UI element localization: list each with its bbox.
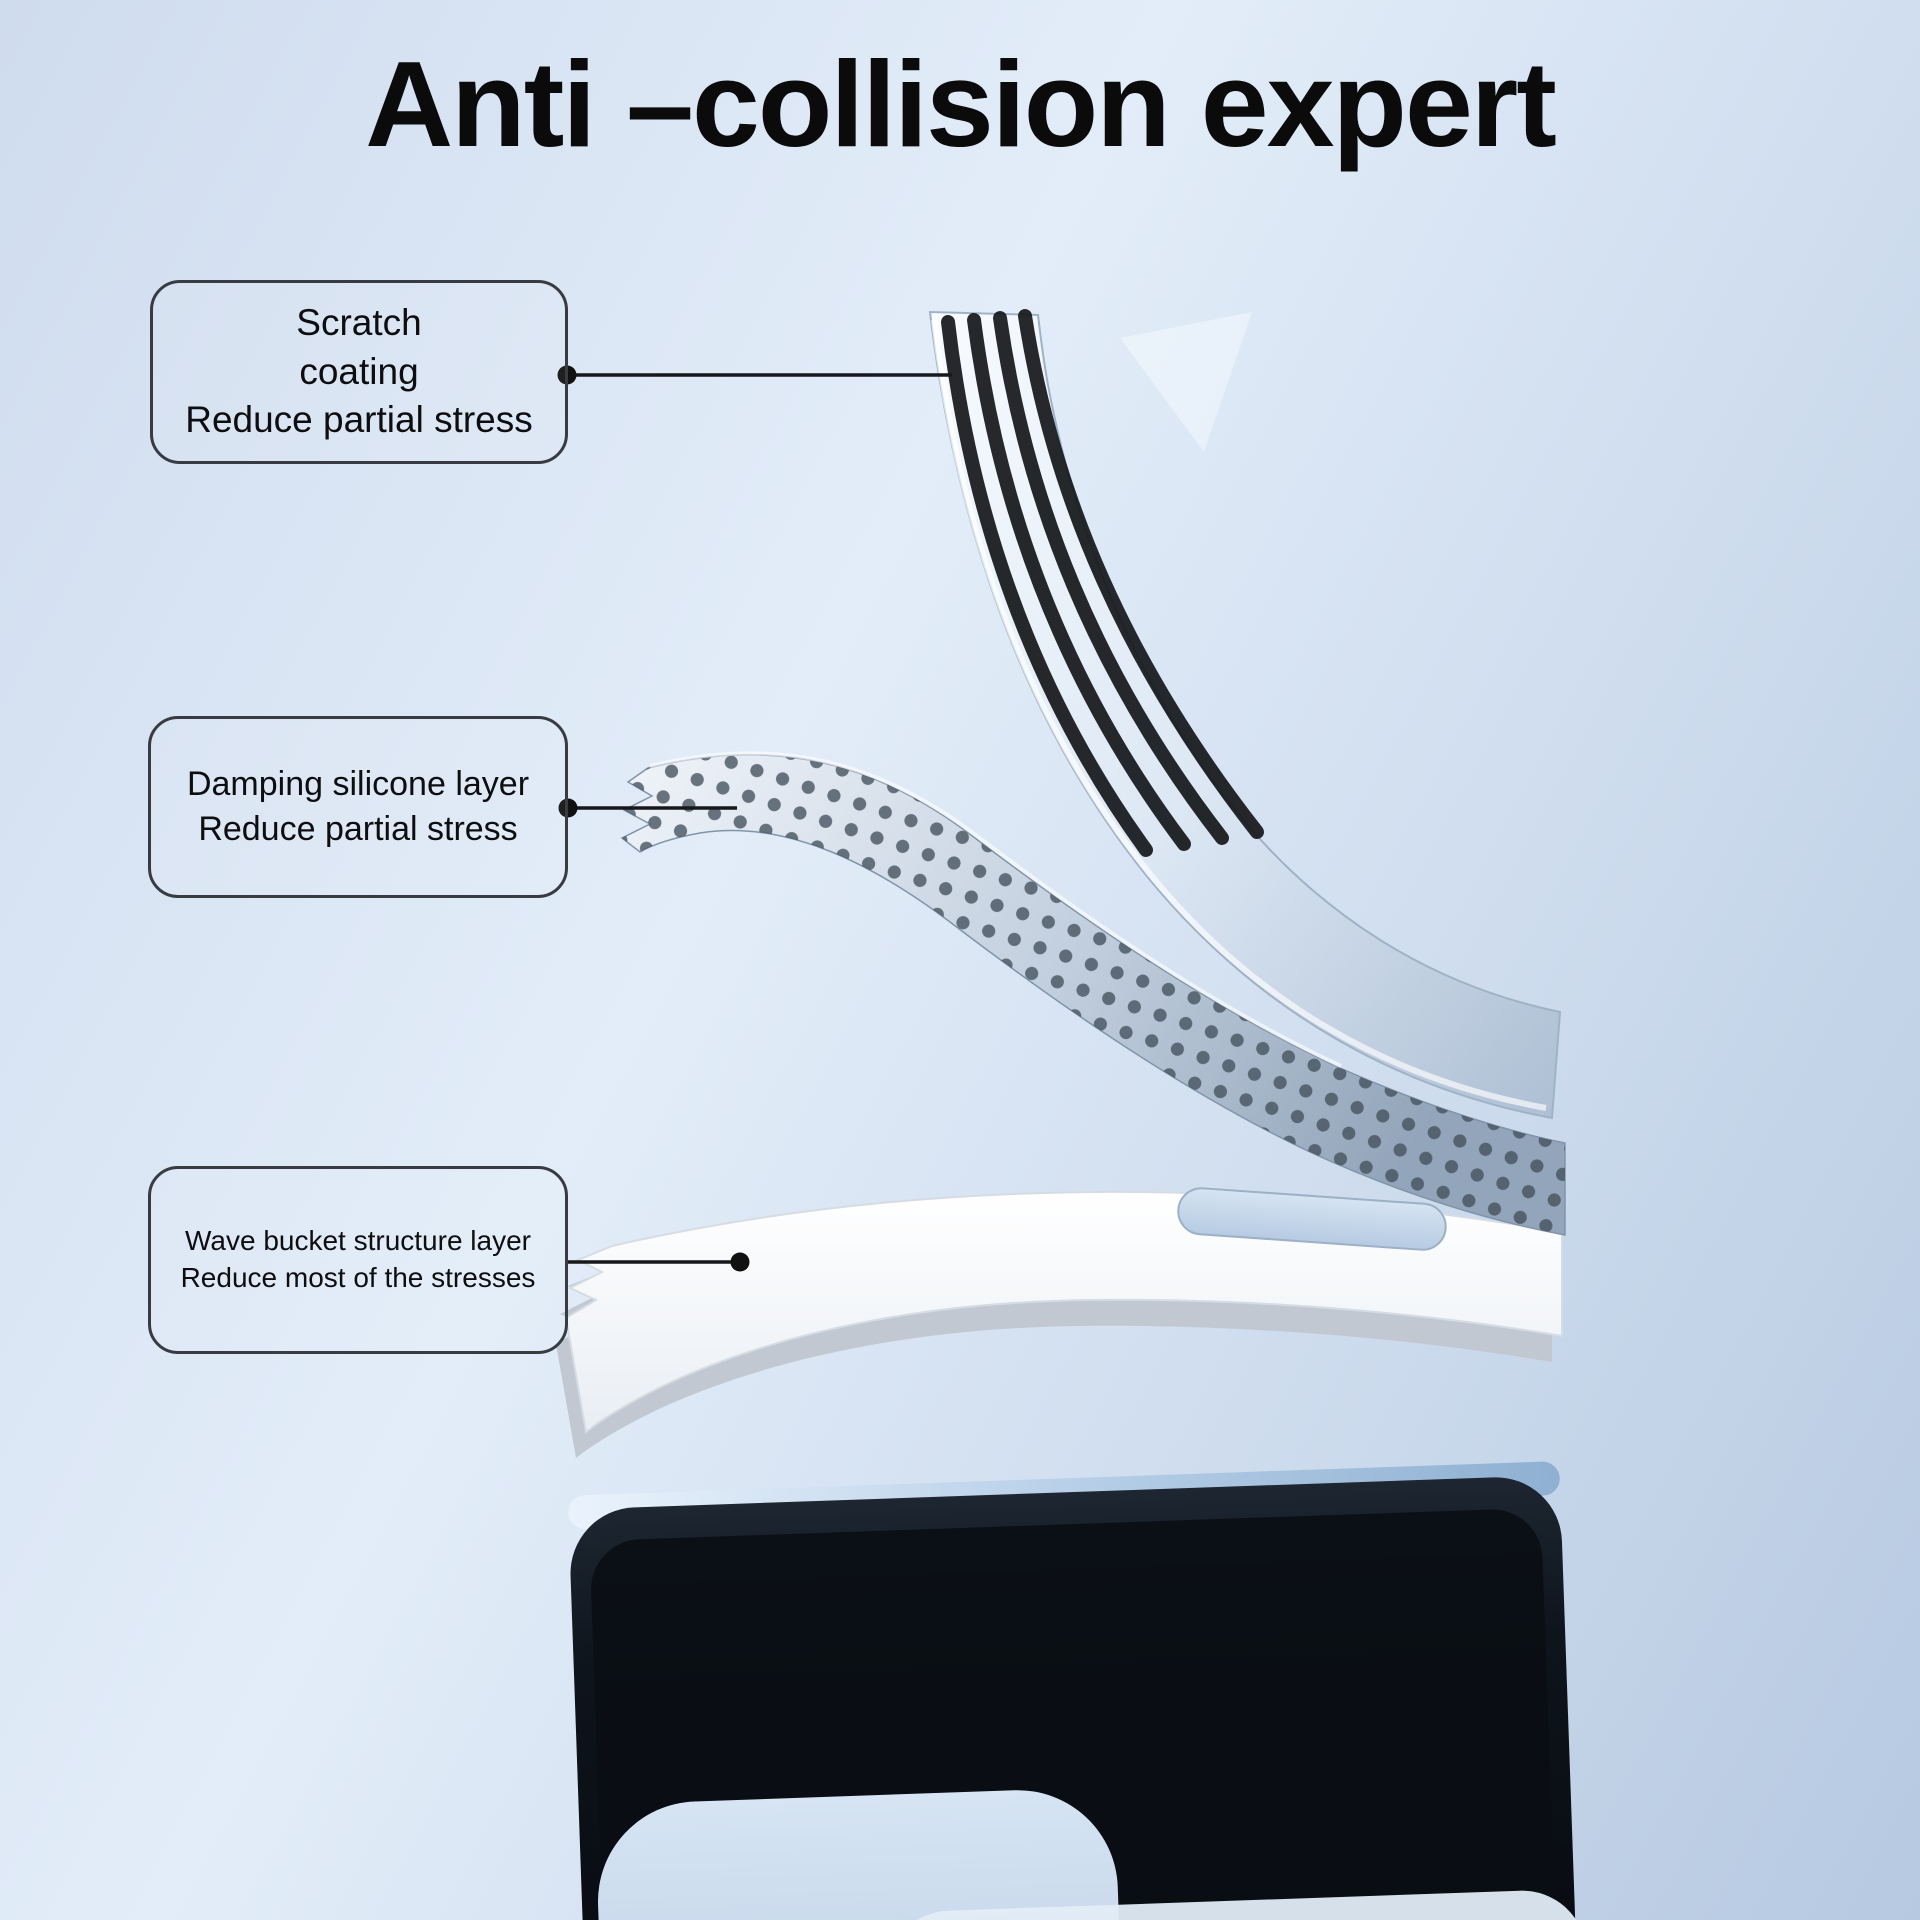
callout-wave-bucket: Wave bucket structure layer Reduce most … — [148, 1166, 568, 1354]
callout-line: Reduce partial stress — [185, 399, 533, 441]
callout-line: Wave bucket structure layer — [185, 1225, 531, 1257]
wave-bucket-layer — [556, 1187, 1563, 1458]
page-title: Anti –collision expert — [365, 36, 1557, 172]
callout-line: Damping silicone layer — [186, 765, 530, 804]
damping-silicone-mesh-layer — [620, 751, 1566, 1236]
callout-damping-silicone: Damping silicone layer Reduce partial st… — [148, 716, 568, 898]
leader-lines — [557, 365, 952, 1272]
coating-stripes — [941, 309, 1264, 857]
callout-line: coating — [299, 350, 419, 392]
bucket-slot-cutout — [1177, 1187, 1447, 1251]
callout-line: Reduce most of the stresses — [180, 1262, 536, 1293]
camera-island-cutout — [598, 1790, 1124, 1920]
phone-body — [568, 1461, 1588, 1920]
scratch-coating-layer — [928, 309, 1562, 1120]
ghost-shard — [1120, 312, 1252, 452]
callout-line: Reduce partial stress — [198, 810, 518, 848]
callout-line: Scratch — [296, 301, 422, 343]
callout-scratch-coating: Scratch coating Reduce partial stress — [150, 280, 568, 464]
